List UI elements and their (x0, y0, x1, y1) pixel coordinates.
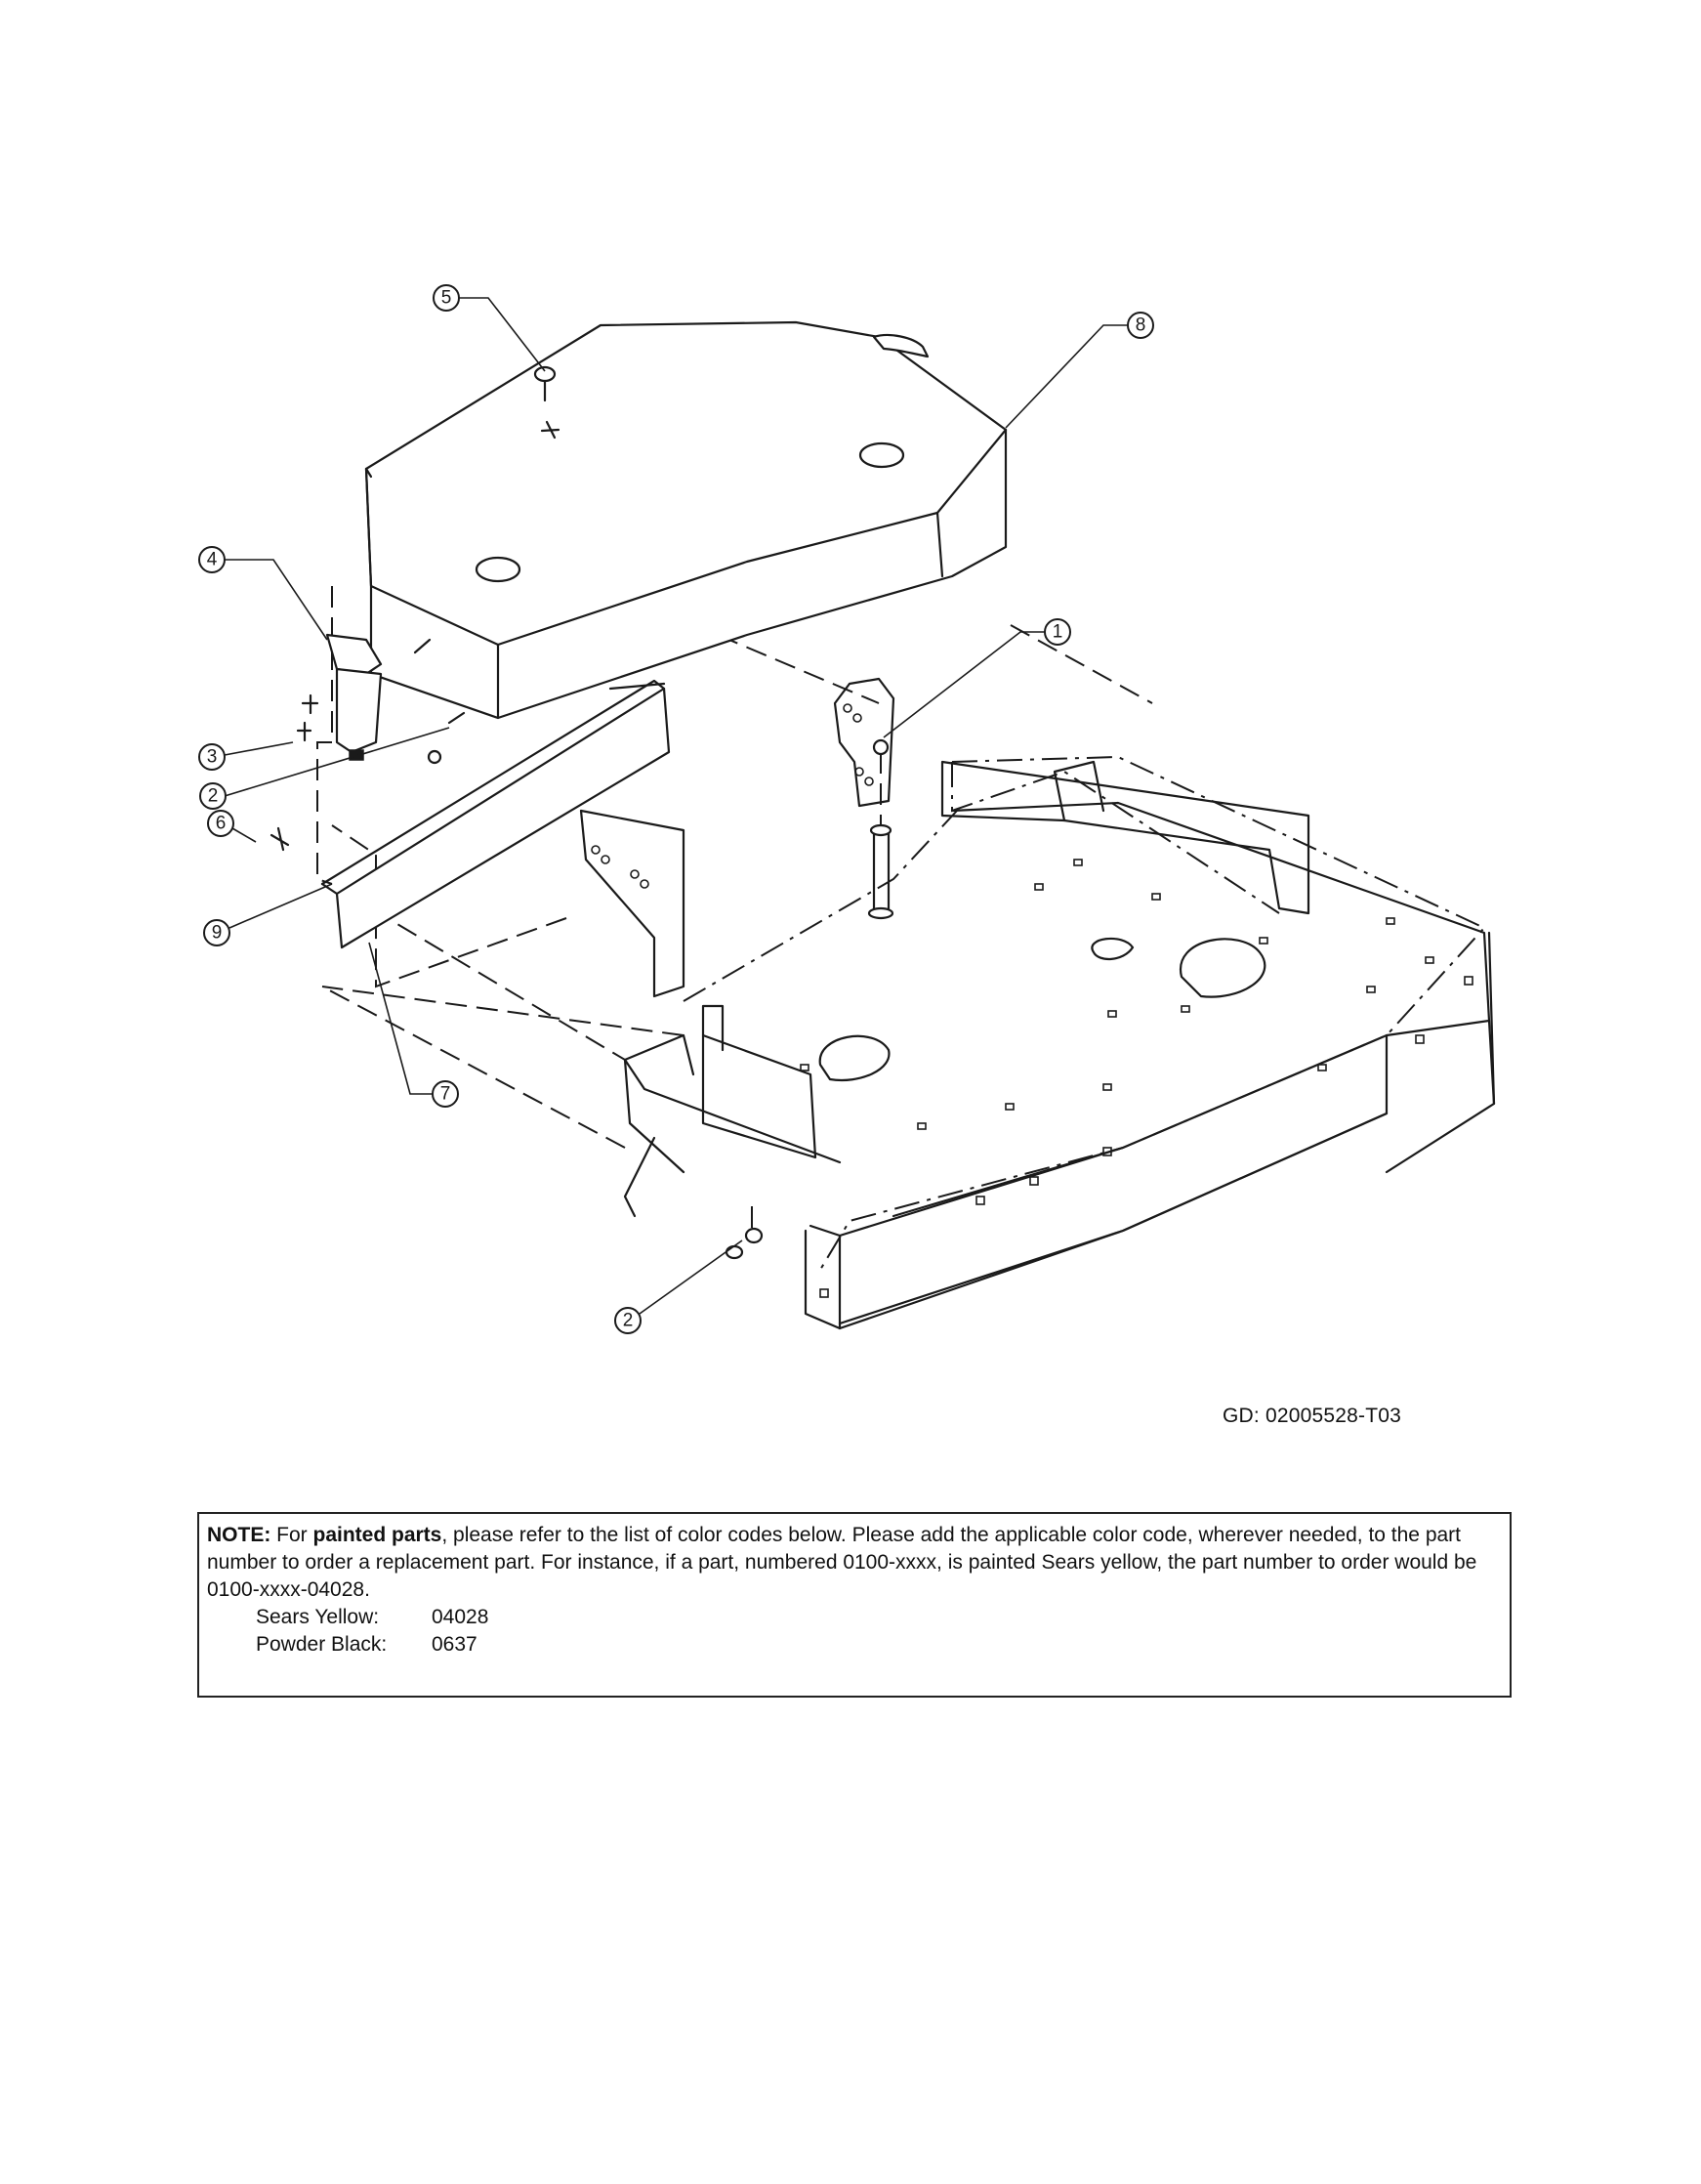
svg-text:1: 1 (1053, 622, 1063, 643)
svg-text:9: 9 (212, 923, 223, 944)
callout-3: 3 (198, 741, 294, 771)
svg-text:2: 2 (623, 1311, 634, 1331)
svg-text:3: 3 (207, 747, 218, 768)
callout-4: 4 (198, 546, 328, 641)
mower-deck (579, 677, 1496, 1330)
callout-1: 1 (883, 618, 1071, 738)
callout-5: 5 (433, 284, 546, 372)
svg-text:2: 2 (208, 786, 219, 807)
belt-cover (364, 320, 1008, 720)
note-bold-phrase: painted parts (312, 1524, 442, 1546)
callout-group: 1 2 2 3 4 5 6 (198, 284, 1154, 1334)
drawing-code: GD: 02005528-T03 (1223, 1405, 1401, 1427)
note-box: NOTE: For painted parts, please refer to… (197, 1512, 1512, 1698)
exploded-parts-diagram: 1 2 2 3 4 5 6 (198, 284, 1496, 1334)
note-text: NOTE: For painted parts, please refer to… (207, 1522, 1502, 1604)
svg-text:4: 4 (207, 550, 218, 570)
svg-text:5: 5 (441, 288, 452, 309)
callout-2-upper: 2 (199, 727, 450, 810)
color-code: 0637 (432, 1633, 477, 1656)
callout-2-lower: 2 (614, 1239, 743, 1334)
note-text-2: , please refer to the list of color code… (207, 1524, 1477, 1601)
note-lead: NOTE: (207, 1524, 271, 1546)
bottom-hardware (725, 738, 890, 1260)
color-row-powder-black: Powder Black: 0637 (207, 1631, 1502, 1659)
color-name: Powder Black: (256, 1633, 388, 1656)
svg-text:7: 7 (440, 1084, 451, 1105)
note-text-1: For (270, 1524, 313, 1546)
callout-6: 6 (207, 810, 257, 843)
color-name: Sears Yellow: (256, 1606, 380, 1628)
callout-9: 9 (203, 883, 333, 946)
svg-text:8: 8 (1136, 315, 1146, 336)
latch-assembly (270, 633, 466, 852)
callout-8: 8 (1005, 312, 1154, 429)
svg-text:6: 6 (216, 814, 227, 834)
callout-7: 7 (368, 942, 459, 1108)
color-row-sears-yellow: Sears Yellow: 04028 (207, 1604, 1502, 1631)
color-code: 04028 (432, 1606, 489, 1628)
side-panel (320, 679, 671, 949)
